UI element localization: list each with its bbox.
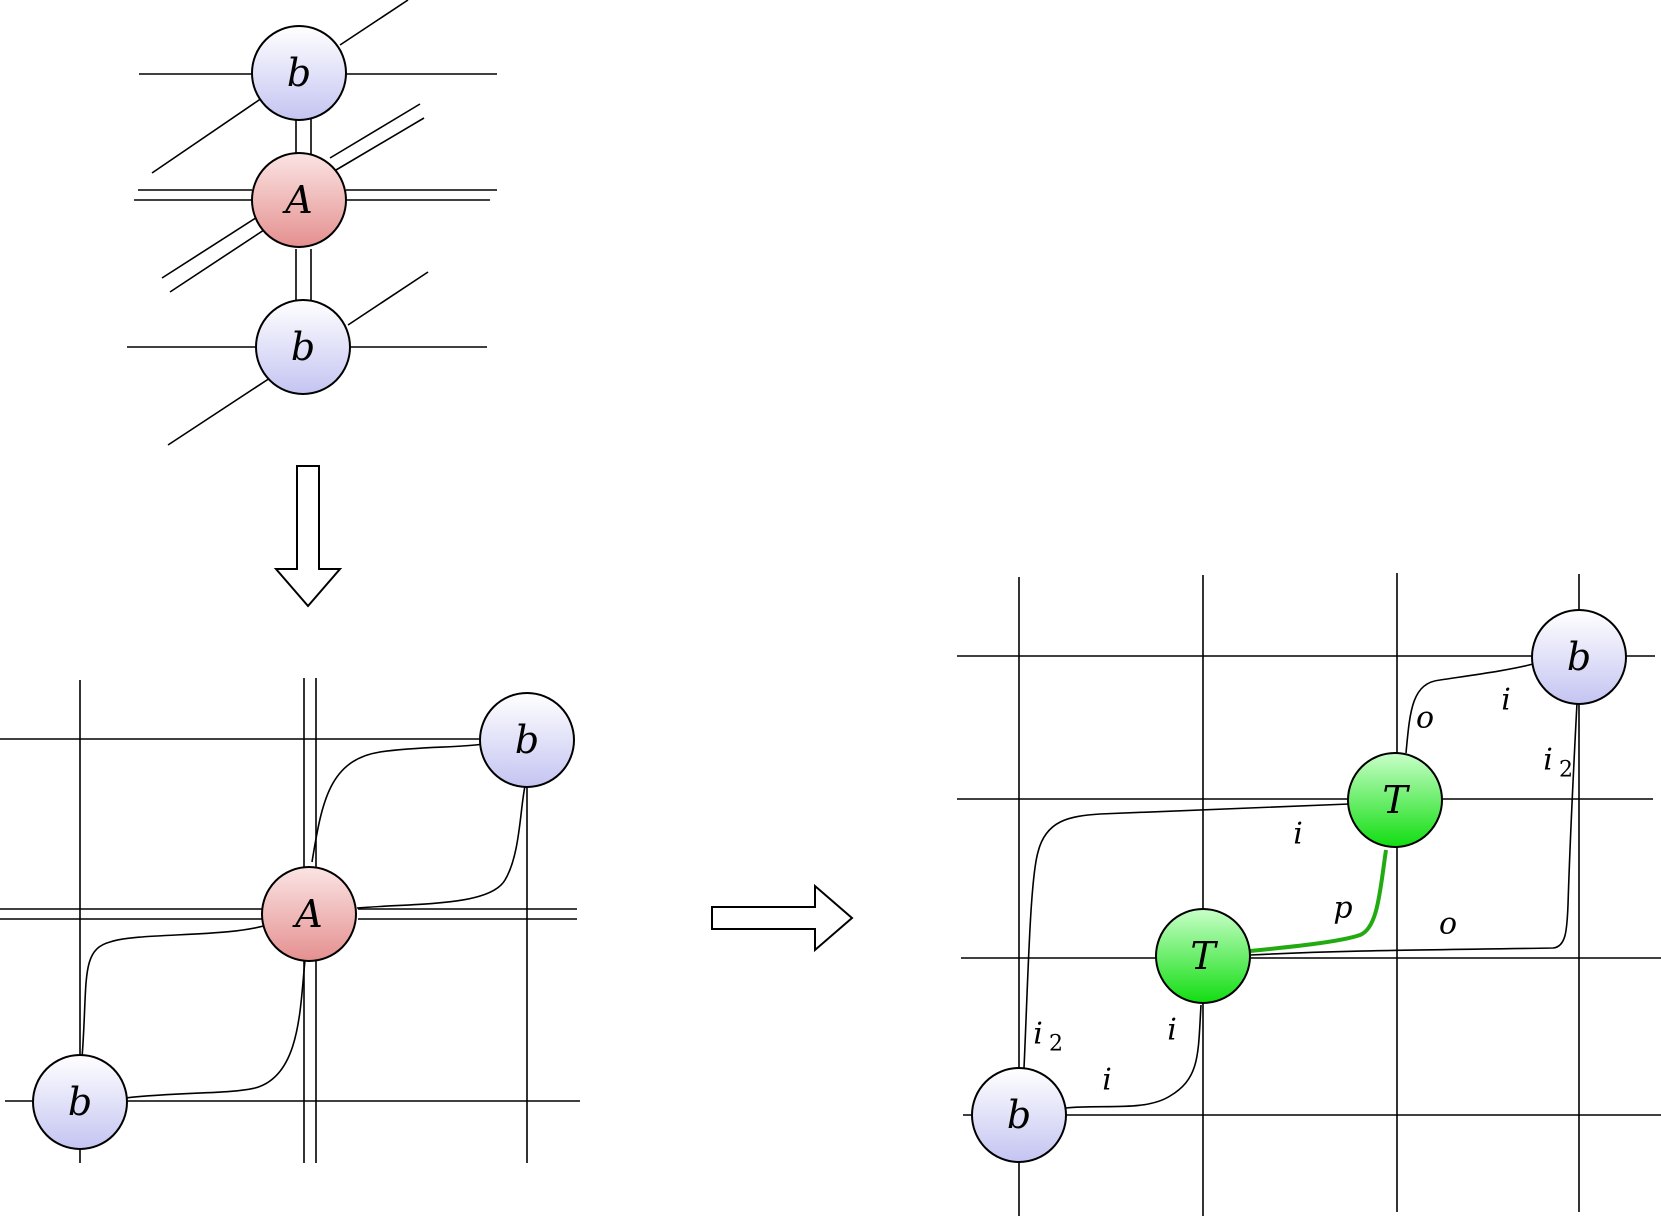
node-t-lower: T (1155, 908, 1251, 1004)
edge-label-i-middle: i (1293, 817, 1303, 852)
node-b-grid-bottom-left: b (32, 1054, 128, 1150)
node-a-grid: A (261, 866, 357, 962)
grid-network-a: A b b (0, 678, 580, 1163)
svg-text:2: 2 (1559, 758, 1573, 783)
edge-label-o-middle: o (1439, 907, 1457, 942)
svg-text:i: i (1033, 1017, 1043, 1052)
node-t-upper-label: T (1382, 778, 1410, 822)
node-b-right-bottom-label: b (1007, 1093, 1031, 1137)
node-b-top: b (251, 25, 347, 121)
stacked-network: b A b (127, 0, 497, 446)
right-arrow-icon (711, 883, 854, 953)
node-b-bottom-label: b (291, 325, 315, 369)
edge-label-i2-right: i 2 (1543, 743, 1573, 783)
node-b-top-label: b (287, 51, 311, 95)
svg-text:i: i (1543, 743, 1553, 778)
node-b-bottom: b (255, 299, 351, 395)
node-b-right-bottom: b (971, 1067, 1067, 1163)
down-arrow-icon (273, 465, 343, 608)
node-b-right-top: b (1531, 609, 1627, 705)
node-b-grid-top-right-label: b (515, 718, 539, 762)
edge-label-i-top: i (1501, 683, 1511, 718)
node-b-grid-bottom-left-label: b (68, 1080, 92, 1124)
edge-label-i-bottom: i (1102, 1063, 1112, 1098)
svg-text:2: 2 (1049, 1032, 1063, 1057)
node-t-lower-label: T (1190, 934, 1218, 978)
node-a-top-label: A (282, 178, 312, 222)
edge-label-o-top: o (1416, 701, 1434, 736)
edge-label-i-lower: i (1167, 1013, 1177, 1048)
node-a-top: A (251, 152, 347, 248)
edge-label-i2-left: i 2 (1033, 1017, 1063, 1057)
node-t-upper: T (1347, 752, 1443, 848)
node-b-right-top-label: b (1567, 635, 1591, 679)
node-a-grid-label: A (292, 892, 322, 936)
grid-network-t: o i i 2 i p o i i i 2 T T b b (957, 573, 1661, 1216)
node-b-grid-top-right: b (479, 692, 575, 788)
edge-label-p: p (1333, 891, 1352, 926)
